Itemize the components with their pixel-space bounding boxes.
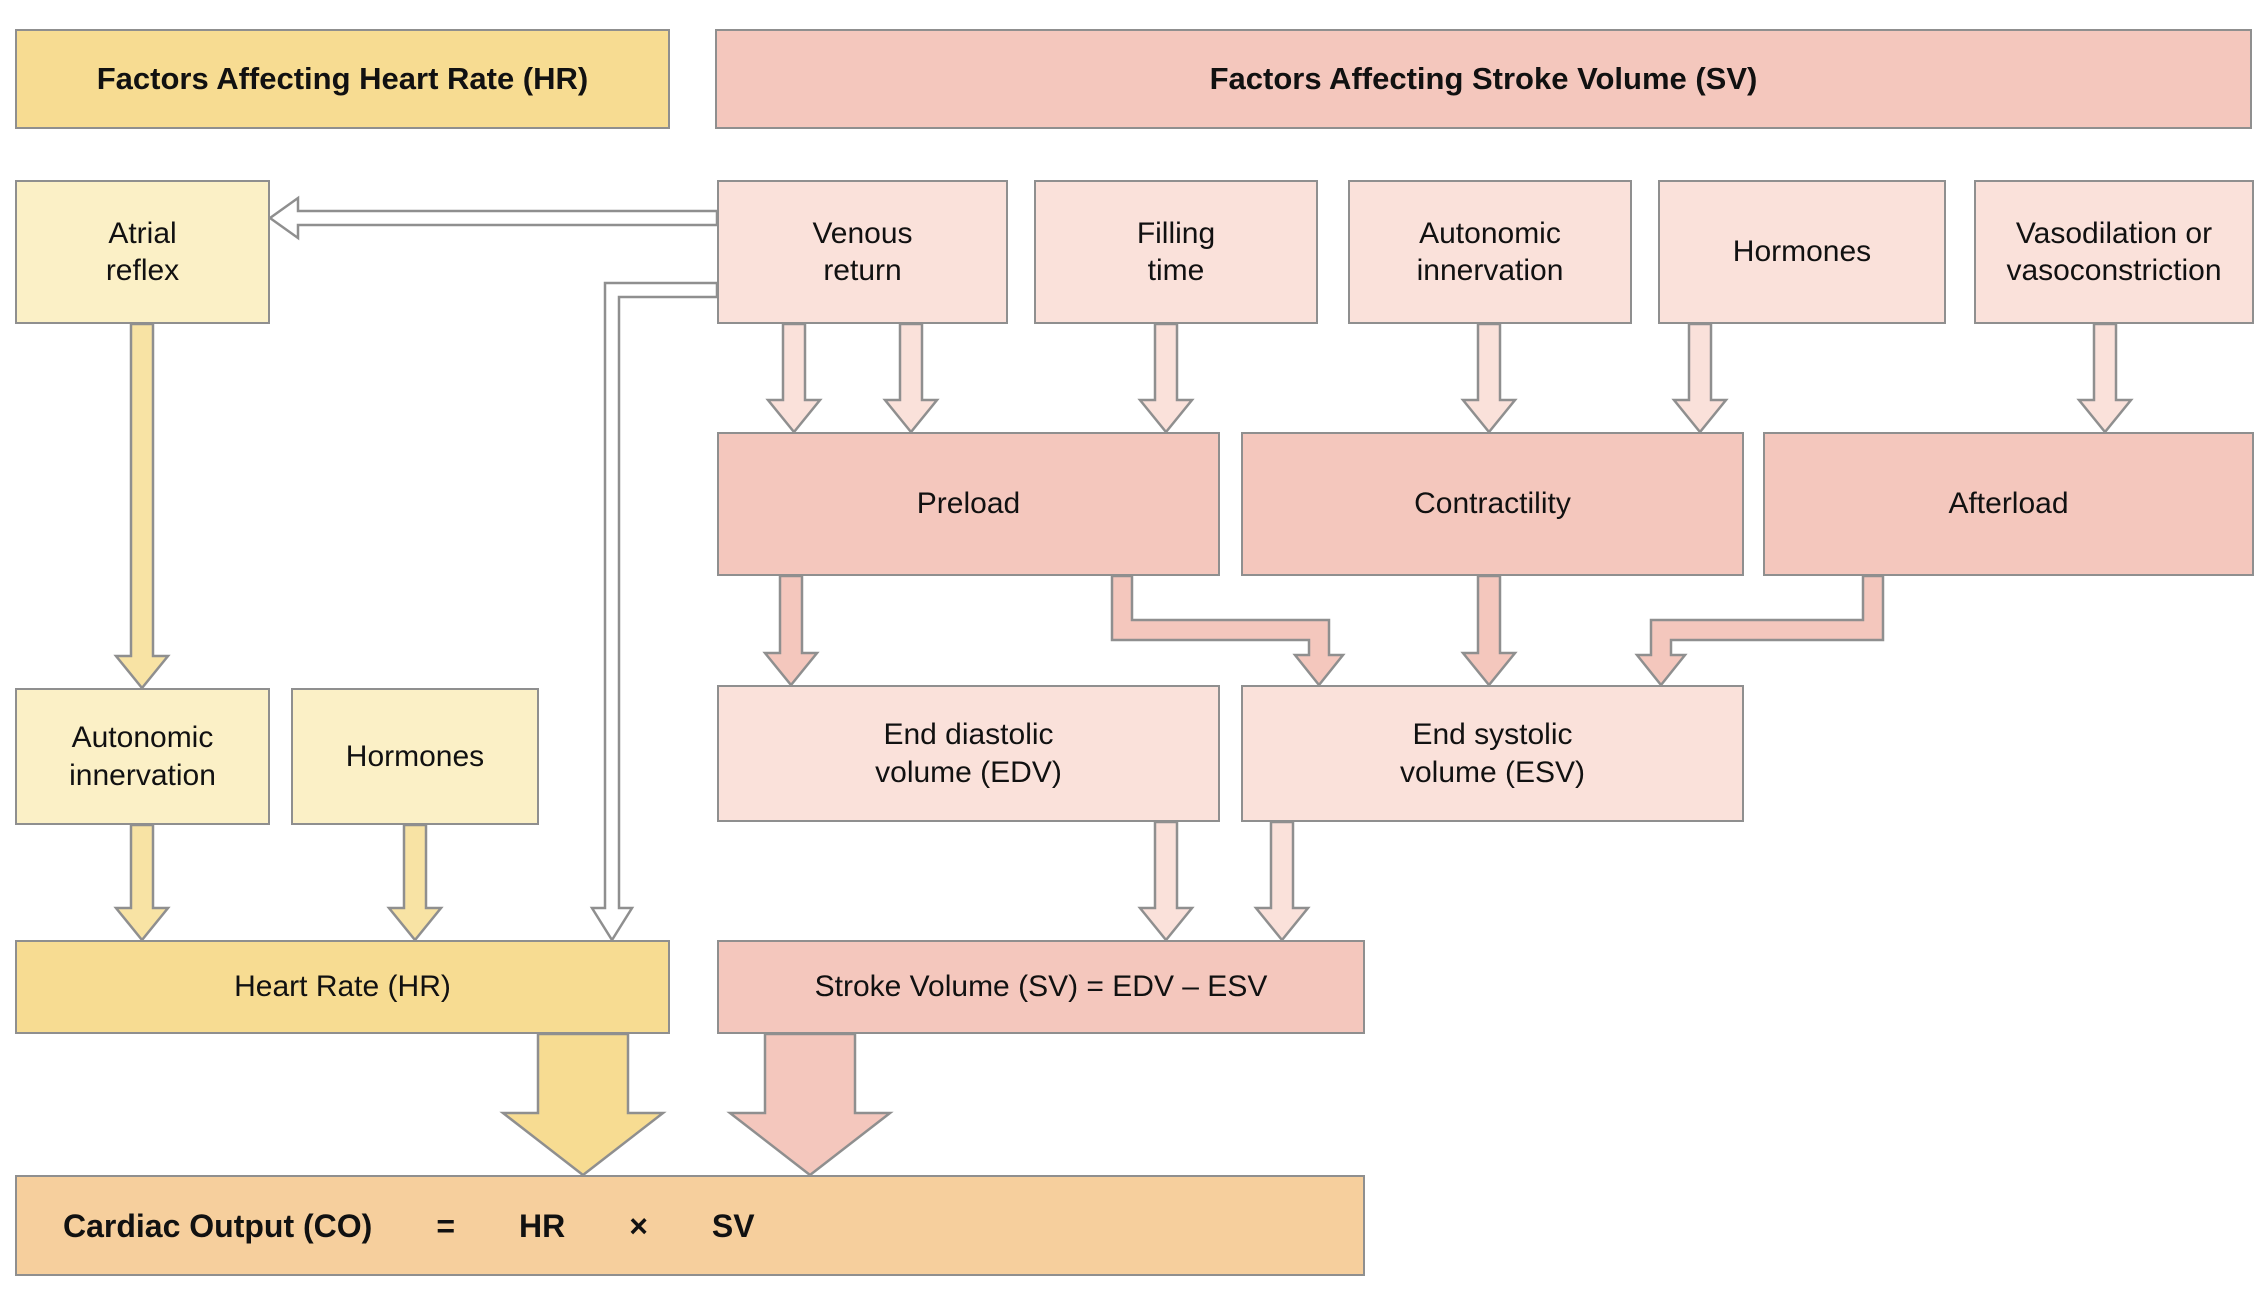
box-hormones-hr: Hormones — [291, 688, 539, 825]
box-end-diastolic-volume: End diastolic volume (EDV) — [717, 685, 1220, 822]
arrow-heart-rate-to-cardiac-output — [499, 1032, 667, 1177]
arrow-venous-return-to-preload-left — [765, 322, 823, 434]
box-atrial-reflex: Atrial reflex — [15, 180, 270, 324]
header-factors-heart-rate: Factors Affecting Heart Rate (HR) — [15, 29, 670, 129]
arrow-edv-to-stroke-volume — [1137, 820, 1195, 942]
arrow-venous-return-to-heart-rate — [589, 281, 719, 943]
arrow-esv-to-stroke-volume — [1253, 820, 1311, 942]
arrow-filling-time-to-preload — [1137, 322, 1195, 434]
arrow-autonomic-innervation-to-contractility — [1460, 322, 1518, 434]
arrow-preload-to-edv — [762, 574, 820, 687]
arrow-vasodilation-to-afterload — [2076, 322, 2134, 434]
arrow-afterload-to-esv — [1634, 574, 1885, 688]
cardiac-output-hr: HR — [519, 1207, 566, 1244]
box-contractility: Contractility — [1241, 432, 1744, 576]
cardiac-output-equals: = — [436, 1207, 456, 1244]
box-hormones-sv: Hormones — [1658, 180, 1946, 324]
arrow-autonomic-innervation-to-heart-rate — [113, 823, 171, 942]
box-venous-return: Venous return — [717, 180, 1008, 324]
box-autonomic-innervation-sv: Autonomic innervation — [1348, 180, 1632, 324]
box-cardiac-output: Cardiac Output (CO) = HR × SV — [15, 1175, 1365, 1276]
arrow-preload-to-esv — [1110, 574, 1346, 688]
arrow-venous-return-to-atrial-reflex — [267, 195, 719, 241]
arrow-stroke-volume-to-cardiac-output — [726, 1032, 894, 1177]
box-afterload: Afterload — [1763, 432, 2254, 576]
box-autonomic-innervation-hr: Autonomic innervation — [15, 688, 270, 825]
arrow-hormones-to-heart-rate — [386, 823, 444, 942]
arrow-contractility-to-esv — [1460, 574, 1518, 687]
arrow-atrial-reflex-to-autonomic-innervation — [113, 322, 171, 690]
cardiac-output-times: × — [629, 1207, 648, 1244]
box-end-systolic-volume: End systolic volume (ESV) — [1241, 685, 1744, 822]
header-factors-stroke-volume: Factors Affecting Stroke Volume (SV) — [715, 29, 2252, 129]
box-vasodilation-vasoconstriction: Vasodilation or vasoconstriction — [1974, 180, 2254, 324]
box-stroke-volume: Stroke Volume (SV) = EDV – ESV — [717, 940, 1365, 1034]
box-filling-time: Filling time — [1034, 180, 1318, 324]
box-heart-rate: Heart Rate (HR) — [15, 940, 670, 1034]
arrow-venous-return-to-preload-right — [882, 322, 940, 434]
cardiac-output-sv: SV — [711, 1207, 755, 1244]
cardiac-output-label: Cardiac Output (CO) — [63, 1207, 373, 1244]
arrow-hormones-to-contractility — [1671, 322, 1729, 434]
box-preload: Preload — [717, 432, 1220, 576]
